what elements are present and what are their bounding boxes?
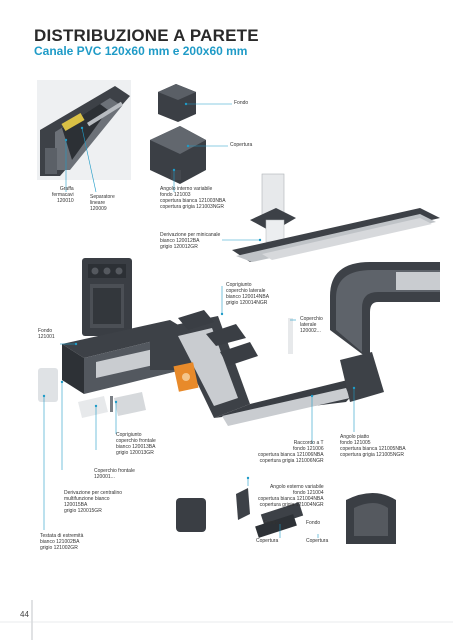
label-separatore: Separatore lineare 120009 <box>90 194 115 212</box>
label-fondo-bottom-right: Fondo <box>306 520 321 526</box>
label-coprigiunto-laterale: Coprigiunto coperchio laterale bianco 12… <box>226 282 270 306</box>
label-copertura-top: Copertura <box>230 142 253 148</box>
label-derivazione-centralino: Derivazione per centralino multifunzione… <box>64 490 123 514</box>
label-angolo-interno: Angolo interno variabile fondo 121003 co… <box>160 186 226 210</box>
page-subtitle: Canale PVC 120x60 mm e 200x60 mm <box>34 44 248 58</box>
label-coperchio-frontale: Coperchio frontale 120001... <box>94 468 135 480</box>
end-cap-parts <box>38 368 146 418</box>
external-angle-parts <box>176 488 396 544</box>
trunking-open-photo <box>37 80 131 180</box>
label-coperchio-laterale: Coperchio laterale 120002... <box>300 316 323 334</box>
page-title: DISTRIBUZIONE A PARETE <box>34 26 259 45</box>
lateral-cover-parts <box>178 310 293 366</box>
label-copertura-bottom-left: Copertura <box>256 538 279 544</box>
flat-angle-curve <box>330 262 440 360</box>
leader-lines <box>42 102 356 538</box>
minichannel-derivation <box>232 173 440 262</box>
label-fondo-left: Fondo 121001 <box>38 328 55 340</box>
label-derivazione-minicanale: Derivazione per minicanale bianco 120012… <box>160 232 221 250</box>
label-raccordo-t: Raccordo a T fondo 121006 copertura bian… <box>258 440 324 464</box>
page-number: 44 <box>20 610 29 619</box>
label-graffa: Graffa fermacavi 120010 <box>52 186 74 204</box>
label-fondo-bottom-left: Fondo <box>264 520 279 526</box>
label-fondo-top: Fondo <box>234 100 249 106</box>
main-trunking-assembly <box>62 316 384 426</box>
label-coprigiunto-frontale: Coprigiunto coperchio frontale bianco 12… <box>116 432 156 456</box>
label-angolo-piatto: Angolo piatto fondo 121005 copertura bia… <box>340 434 406 458</box>
multifunction-panel <box>82 258 132 336</box>
label-angolo-esterno: Angolo esterno variabile fondo 121004 co… <box>258 484 324 508</box>
internal-angle-parts <box>150 84 206 184</box>
label-testata: Testata di estremità bianco 121002BA gri… <box>40 533 84 551</box>
label-copertura-bottom-right: Copertura <box>306 538 329 544</box>
